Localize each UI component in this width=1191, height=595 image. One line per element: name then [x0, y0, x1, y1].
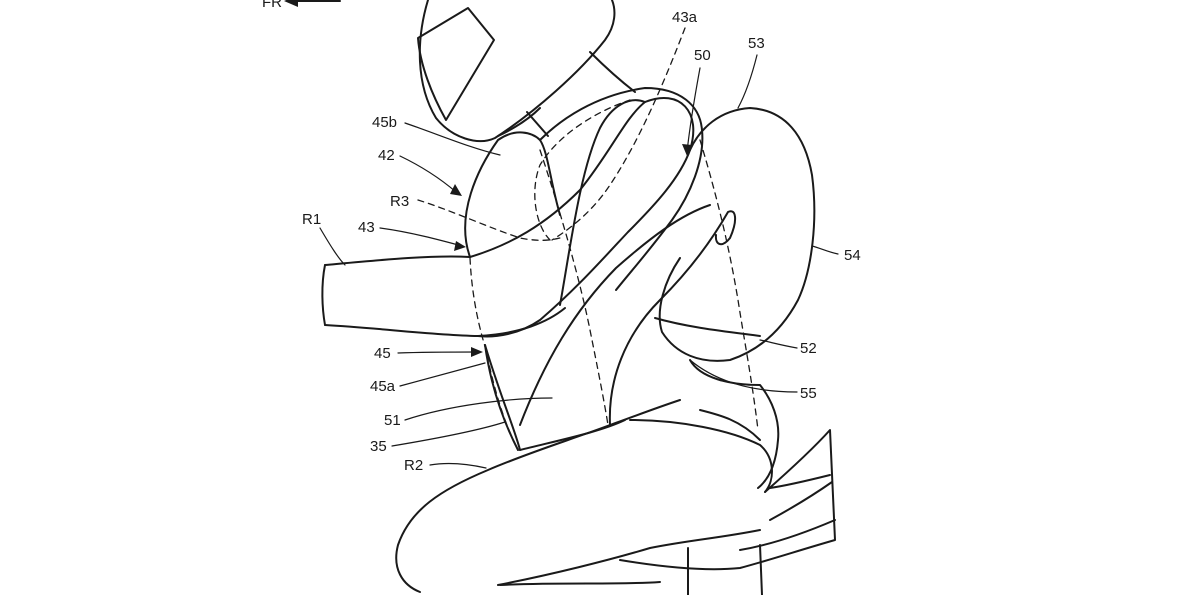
seat-back: [689, 359, 780, 489]
seat-line-4: [759, 544, 763, 595]
airbag-50-strap: [519, 204, 711, 426]
thigh-lower: [497, 529, 761, 586]
label-43a: 43a: [672, 9, 698, 26]
airbag-43-inner-arc: [559, 99, 646, 306]
leader-50: [686, 67, 701, 153]
motorcycle-seat: [499, 429, 836, 595]
seat-line-2: [769, 481, 833, 521]
neck-collar: [526, 111, 549, 137]
label-53: 53: [748, 35, 765, 52]
seat-line-1: [769, 474, 831, 489]
helmet-shell: [418, 0, 616, 143]
leader-52: [759, 339, 798, 349]
direction-arrowhead: [284, 0, 298, 7]
label-50: 50: [694, 47, 711, 64]
back-airbag: [654, 107, 816, 362]
seat-top: [619, 429, 836, 571]
torso-front: [484, 344, 521, 451]
back-airbag-52-seam: [654, 317, 761, 337]
front-airbag-outline: [464, 131, 561, 258]
leader-45a: [399, 362, 486, 387]
leader-r1: [319, 227, 346, 266]
leader-53: [737, 54, 758, 109]
arm-cut-end: [321, 264, 326, 326]
direction-indicator: FR: [262, 0, 341, 11]
leader-51: [404, 397, 553, 421]
reference-labels: 43a 50 53 45b 42 R3 R1 43 54 52 45 45a 5…: [302, 9, 861, 474]
leader-55: [689, 359, 798, 393]
label-52: 52: [800, 340, 817, 357]
helmet-visor: [417, 7, 495, 121]
label-r2: R2: [404, 457, 423, 474]
dashed-contour-r3: [417, 199, 561, 241]
leader-35: [391, 421, 506, 447]
back-airbag-outline: [658, 107, 816, 362]
leader-50-arrowhead: [682, 144, 692, 156]
leader-54: [811, 245, 839, 255]
label-45: 45: [374, 345, 391, 362]
label-51: 51: [384, 412, 401, 429]
hip: [629, 419, 773, 493]
leader-42: [399, 155, 457, 193]
label-35: 35: [370, 438, 387, 455]
helmet: [417, 0, 616, 143]
label-r3: R3: [390, 193, 409, 210]
label-42: 42: [378, 147, 395, 164]
airbag-50-strap-inner: [608, 210, 736, 426]
legs: [395, 419, 773, 593]
seat-back-lower: [699, 409, 761, 441]
arm-lower-edge: [324, 307, 566, 337]
label-r1: R1: [302, 211, 321, 228]
seat-bottom: [499, 581, 661, 586]
label-45a: 45a: [370, 378, 396, 395]
leader-43: [379, 227, 463, 247]
seat-line-5: [739, 519, 836, 551]
neck: [589, 51, 636, 93]
leader-r2: [429, 462, 487, 469]
dashed-contour-back: [699, 139, 759, 431]
leader-42-arrowhead: [450, 184, 462, 196]
leader-45-arrowhead: [471, 347, 483, 357]
label-43: 43: [358, 219, 375, 236]
leader-43-arrowhead: [454, 241, 466, 251]
direction-label: FR: [262, 0, 282, 11]
arm-upper-edge: [324, 255, 471, 266]
dashed-contour-spine: [539, 149, 609, 426]
seat-back-outline: [689, 359, 780, 489]
leader-lines: [319, 54, 839, 469]
front-arm: [321, 255, 566, 337]
helmet-chin: [497, 107, 541, 137]
label-55: 55: [800, 385, 817, 402]
leader-45b: [404, 122, 501, 156]
dashed-contour-43a-leader: [551, 27, 686, 241]
front-airbag: [464, 131, 561, 451]
airbag-50: [519, 87, 736, 426]
thigh-upper: [395, 424, 611, 593]
leader-45: [397, 351, 479, 354]
label-54: 54: [844, 247, 861, 264]
dashed-contour-43a: [534, 99, 631, 241]
label-45b: 45b: [372, 114, 397, 131]
